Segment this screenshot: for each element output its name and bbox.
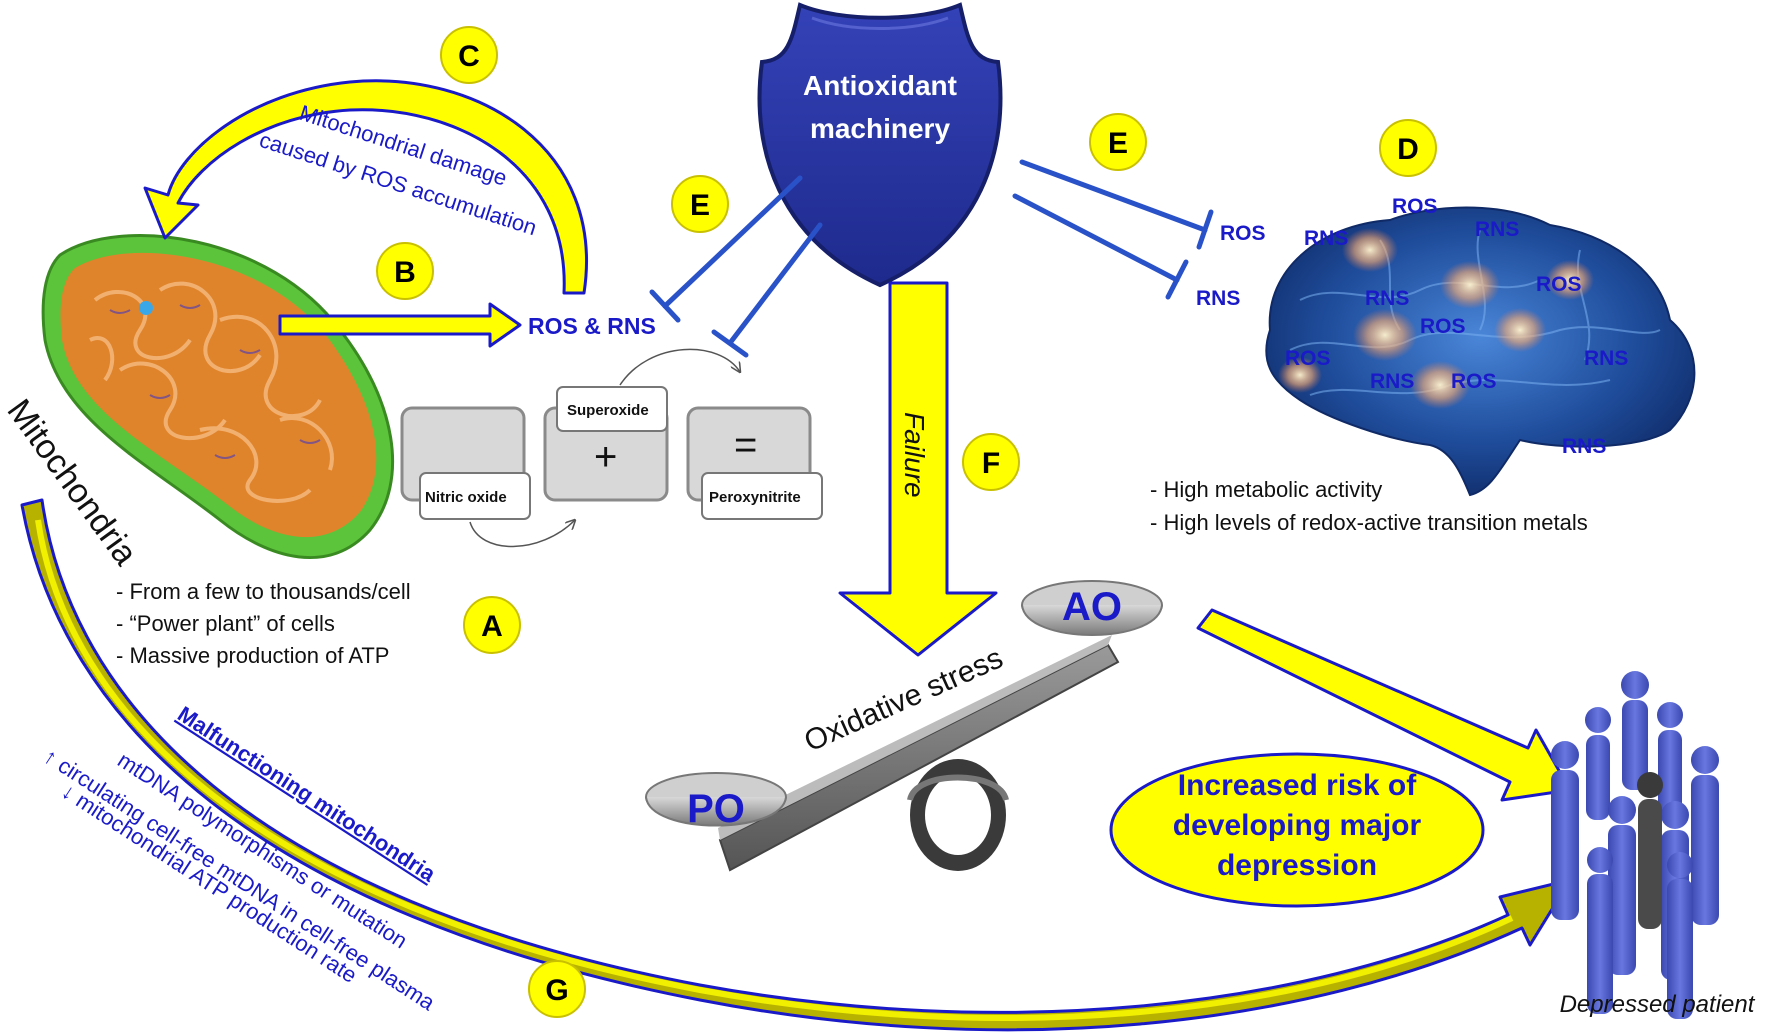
risk-line2: developing major bbox=[1173, 809, 1422, 842]
svg-text:E: E bbox=[1108, 127, 1128, 160]
svg-text:A: A bbox=[481, 610, 503, 643]
risk-line3: depression bbox=[1217, 849, 1377, 882]
risk-line1: Increased risk of bbox=[1178, 769, 1417, 802]
svg-text:D: D bbox=[1397, 133, 1419, 166]
failure-label: Failure bbox=[899, 412, 930, 498]
badge-d: D bbox=[1379, 119, 1437, 177]
brain-label-8: RNS bbox=[1370, 370, 1414, 393]
badge-a: A bbox=[463, 596, 521, 654]
inhibited-ros: ROS bbox=[1220, 222, 1266, 245]
brain-label-4: ROS bbox=[1536, 273, 1582, 296]
brain-label-7: ROS bbox=[1285, 347, 1331, 370]
brain-label-9: ROS bbox=[1451, 370, 1497, 393]
brain-illustration bbox=[1265, 206, 1696, 497]
depressed-patient-label: Depressed patient bbox=[1560, 991, 1756, 1018]
brain-label-1: ROS bbox=[1392, 195, 1438, 218]
badge-c: C bbox=[440, 26, 498, 84]
arrow-failure bbox=[838, 281, 998, 657]
svg-text:B: B bbox=[394, 256, 416, 289]
po-label: PO bbox=[687, 787, 745, 831]
badge-e-right: E bbox=[1089, 113, 1147, 171]
badge-f: F bbox=[962, 433, 1020, 491]
depressed-patients-group bbox=[1551, 671, 1719, 1019]
shield-line1: Antioxidant bbox=[803, 70, 957, 101]
brain-label-3: RNS bbox=[1475, 218, 1519, 241]
nitric-oxide-label: Nitric oxide bbox=[425, 489, 507, 506]
equals-sign: = bbox=[734, 423, 757, 467]
badge-e-left: E bbox=[671, 175, 729, 233]
inhibition-lines-left bbox=[649, 175, 823, 358]
inhibited-rns: RNS bbox=[1196, 287, 1240, 310]
svg-text:C: C bbox=[458, 40, 480, 73]
malfunction-line2: ↑ circulating cell-free mtDNA in cell-fr… bbox=[39, 743, 440, 1015]
balance-scale bbox=[645, 580, 1163, 872]
mito-fact-3: - Massive production of ATP bbox=[116, 643, 390, 668]
badge-g: G bbox=[528, 960, 586, 1018]
brain-label-11: RNS bbox=[1562, 435, 1606, 458]
svg-text:F: F bbox=[982, 447, 1000, 480]
antioxidant-shield bbox=[757, 2, 1003, 288]
svg-text:E: E bbox=[690, 189, 710, 222]
superoxide-label: Superoxide bbox=[567, 402, 649, 419]
brain-fact-1: - High metabolic activity bbox=[1150, 477, 1382, 502]
brain-label-10: RNS bbox=[1584, 347, 1628, 370]
plus-sign: + bbox=[594, 435, 617, 479]
brain-label-5: RNS bbox=[1365, 287, 1409, 310]
brain-fact-2: - High levels of redox-active transition… bbox=[1150, 510, 1588, 535]
mito-fact-2: - “Power plant” of cells bbox=[116, 611, 335, 636]
brain-label-6: ROS bbox=[1420, 315, 1466, 338]
risk-ellipse bbox=[1109, 752, 1485, 908]
mito-fact-1: - From a few to thousands/cell bbox=[116, 579, 411, 604]
peroxynitrite-label: Peroxynitrite bbox=[709, 489, 801, 506]
svg-text:G: G bbox=[545, 974, 568, 1007]
ros-rns-label: ROS & RNS bbox=[528, 313, 656, 339]
arrow-c bbox=[143, 79, 588, 295]
badge-b: B bbox=[376, 242, 434, 300]
brain-label-2: RNS bbox=[1304, 227, 1348, 250]
inhibition-lines-right bbox=[1012, 159, 1214, 300]
reaction-diagram bbox=[400, 348, 823, 548]
shield-line2: machinery bbox=[810, 113, 950, 144]
ao-label: AO bbox=[1062, 585, 1122, 629]
arrow-b bbox=[278, 302, 522, 348]
